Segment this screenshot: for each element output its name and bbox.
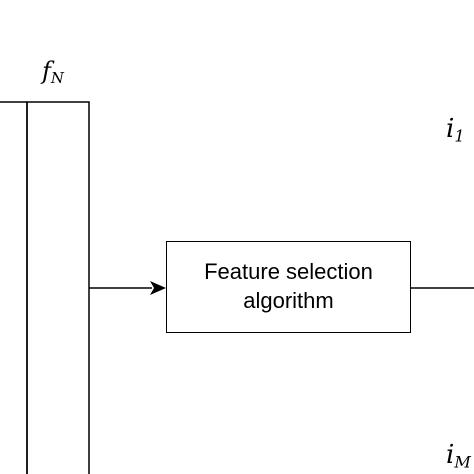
output-bottom-label-base: i	[446, 440, 455, 470]
feature-label-base: f	[42, 57, 51, 85]
input-arrowhead	[150, 281, 166, 295]
output-bottom-label-subscript: M	[454, 452, 471, 472]
feature-column-fn	[26, 101, 90, 474]
output-label-i1: i1	[446, 114, 465, 144]
feature-label-subscript: N	[50, 69, 64, 88]
algorithm-box-line1: Feature selection	[204, 259, 373, 285]
output-label-im: iM	[446, 440, 471, 470]
output-top-label-subscript: 1	[454, 126, 465, 146]
feature-label-fn: fN	[42, 57, 64, 86]
algorithm-box-line2: algorithm	[243, 288, 334, 313]
output-top-label-base: i	[446, 114, 455, 144]
feature-selection-algorithm-box: Feature selection algorithm	[166, 241, 411, 333]
